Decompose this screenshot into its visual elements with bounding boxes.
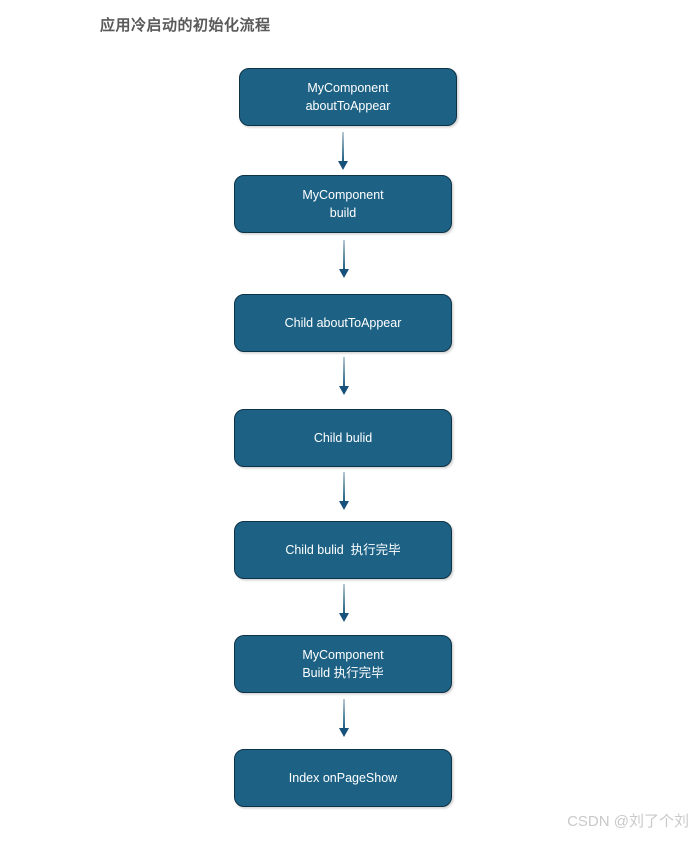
- arrow-line: [343, 357, 345, 386]
- flow-node-mycomponent-abouttoappear: MyComponent aboutToAppear: [239, 68, 457, 126]
- flow-node-child-build: Child bulid: [234, 409, 452, 467]
- flow-node-mycomponent-build-done: MyComponent Build 执行完毕: [234, 635, 452, 693]
- flow-node-label: MyComponent aboutToAppear: [305, 81, 391, 113]
- arrow-down-icon: [338, 472, 350, 510]
- flow-node-mycomponent-build: MyComponent build: [234, 175, 452, 233]
- arrow-head: [339, 613, 349, 622]
- flow-node-label: Child bulid 执行完毕: [285, 543, 401, 557]
- flow-node-child-build-done: Child bulid 执行完毕: [234, 521, 452, 579]
- arrow-line: [343, 699, 345, 728]
- arrow-down-icon: [338, 584, 350, 622]
- arrow-down-icon: [338, 240, 350, 278]
- page-title: 应用冷启动的初始化流程: [100, 17, 271, 34]
- arrow-head: [339, 386, 349, 395]
- flow-node-label: MyComponent build: [302, 188, 384, 220]
- arrow-down-icon: [338, 357, 350, 395]
- flow-node-child-abouttoappear: Child aboutToAppear: [234, 294, 452, 352]
- arrow-head: [339, 269, 349, 278]
- arrow-down-icon: [337, 132, 349, 170]
- flow-node-index-onpageshow: Index onPageShow: [234, 749, 452, 807]
- arrow-line: [343, 584, 345, 613]
- watermark: CSDN @刘了个刘: [567, 813, 689, 830]
- flow-node-label: MyComponent Build 执行完毕: [302, 648, 384, 680]
- arrow-head: [339, 728, 349, 737]
- arrow-line: [343, 472, 345, 501]
- flow-node-label: Child bulid: [313, 431, 373, 445]
- arrow-line: [342, 132, 344, 161]
- arrow-head: [339, 501, 349, 510]
- flow-node-label: Index onPageShow: [288, 771, 398, 785]
- flow-node-label: Child aboutToAppear: [284, 316, 402, 330]
- arrow-down-icon: [338, 699, 350, 737]
- arrow-head: [338, 161, 348, 170]
- arrow-line: [343, 240, 345, 269]
